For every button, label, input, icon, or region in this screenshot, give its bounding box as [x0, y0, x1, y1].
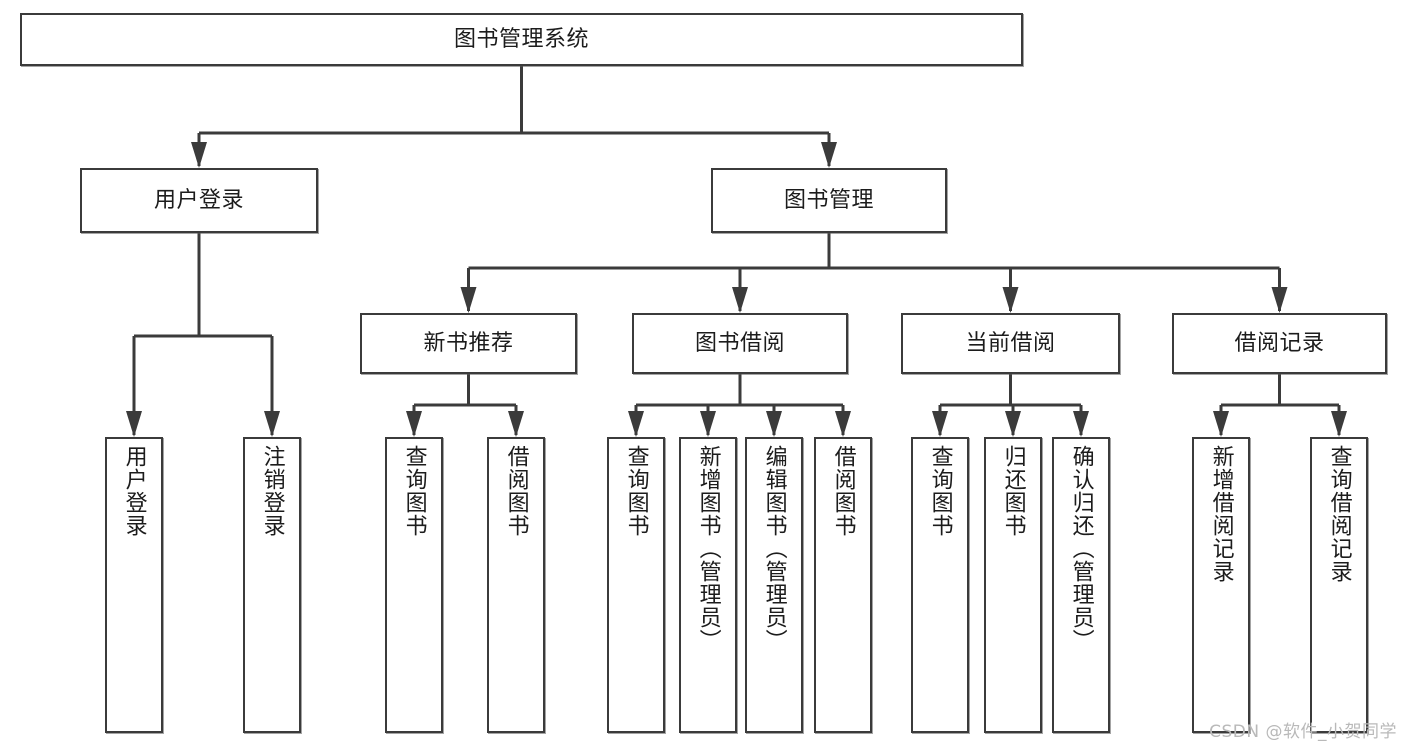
arrow-head-icon: [835, 411, 851, 437]
node-book-manage[interactable]: 图书管理: [711, 168, 947, 233]
node-label: 图书管理系统: [453, 26, 589, 52]
node-leaf-query-book-3[interactable]: 查询图书: [911, 437, 969, 733]
arrow-head-icon: [126, 411, 142, 437]
node-leaf-edit-book[interactable]: 编辑图书（管理员）: [745, 437, 803, 733]
arrow-head-icon: [406, 411, 422, 437]
node-user-login[interactable]: 用户登录: [80, 168, 318, 233]
node-leaf-query-book-1[interactable]: 查询图书: [385, 437, 443, 733]
arrow-head-icon: [1005, 411, 1021, 437]
node-leaf-add-record[interactable]: 新增借阅记录: [1192, 437, 1250, 733]
arrow-head-icon: [1213, 411, 1229, 437]
node-leaf-user-login[interactable]: 用户登录: [105, 437, 163, 733]
node-label: 借阅图书: [830, 445, 856, 537]
node-label: 用户登录: [153, 187, 244, 213]
arrow-head-icon: [1271, 287, 1288, 313]
node-book-borrow[interactable]: 图书借阅: [632, 313, 848, 374]
node-label: 借阅记录: [1234, 330, 1325, 356]
node-leaf-add-book[interactable]: 新增图书（管理员）: [679, 437, 737, 733]
arrow-head-icon: [1331, 411, 1347, 437]
node-label: 当前借阅: [965, 330, 1056, 356]
arrow-head-icon: [766, 411, 782, 437]
node-new-book-rec[interactable]: 新书推荐: [360, 313, 577, 374]
node-current-borrow[interactable]: 当前借阅: [901, 313, 1120, 374]
arrow-head-icon: [821, 142, 837, 168]
node-label: 查询借阅记录: [1326, 445, 1352, 583]
node-label: 新书推荐: [423, 330, 514, 356]
arrow-head-icon: [191, 142, 207, 168]
node-label: 查询图书: [623, 445, 649, 537]
node-label: 查询图书: [401, 445, 427, 537]
arrow-head-icon: [1073, 411, 1089, 437]
node-label: 用户登录: [121, 445, 147, 537]
node-leaf-borrow-book-1[interactable]: 借阅图书: [487, 437, 545, 733]
node-leaf-query-book-2[interactable]: 查询图书: [607, 437, 665, 733]
node-borrow-record[interactable]: 借阅记录: [1172, 313, 1387, 374]
node-label: 图书借阅: [694, 330, 785, 356]
arrow-head-icon: [264, 411, 280, 437]
node-leaf-confirm-return[interactable]: 确认归还（管理员）: [1052, 437, 1110, 733]
node-label: 新增图书（管理员）: [695, 445, 721, 652]
node-leaf-return-book[interactable]: 归还图书: [984, 437, 1042, 733]
arrow-head-icon: [932, 411, 948, 437]
node-leaf-query-record[interactable]: 查询借阅记录: [1310, 437, 1368, 733]
node-label: 借阅图书: [503, 445, 529, 537]
node-label: 编辑图书（管理员）: [761, 445, 787, 652]
node-label: 查询图书: [927, 445, 953, 537]
node-leaf-logout[interactable]: 注销登录: [243, 437, 301, 733]
node-root[interactable]: 图书管理系统: [20, 13, 1023, 66]
arrow-head-icon: [732, 287, 748, 313]
arrow-head-icon: [460, 287, 477, 313]
arrow-head-icon: [508, 411, 524, 437]
arrow-head-icon: [1002, 287, 1019, 313]
node-leaf-borrow-book-2[interactable]: 借阅图书: [814, 437, 872, 733]
node-label: 确认归还（管理员）: [1068, 445, 1094, 652]
arrow-head-icon: [700, 411, 716, 437]
node-label: 归还图书: [1000, 445, 1026, 537]
node-label: 图书管理: [783, 187, 874, 213]
node-label: 注销登录: [259, 445, 285, 537]
arrow-head-icon: [628, 411, 644, 437]
node-label: 新增借阅记录: [1208, 445, 1234, 583]
